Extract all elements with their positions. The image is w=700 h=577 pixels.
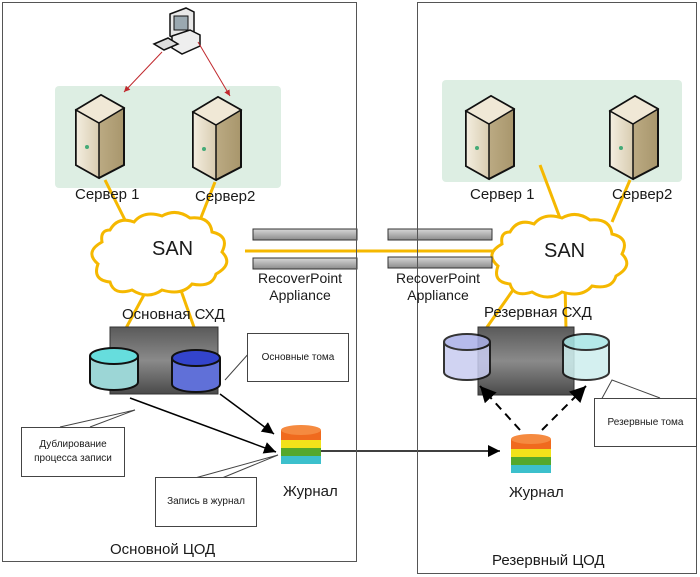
appliance-label-line2: Appliance bbox=[407, 287, 469, 303]
server-label: Сервер 1 bbox=[75, 186, 140, 203]
site-label: Резервный ЦОД bbox=[492, 552, 605, 569]
callout-text: Основные тома bbox=[261, 351, 335, 363]
appliance-label: RecoverPoint Appliance bbox=[258, 270, 342, 304]
write-split-arrow bbox=[129, 397, 277, 454]
site-label: Основной ЦОД bbox=[110, 541, 216, 558]
callout-pointer bbox=[599, 379, 661, 403]
server-icon bbox=[608, 94, 660, 181]
backup-datacenter-frame bbox=[417, 2, 697, 574]
journal-label: Журнал bbox=[509, 484, 564, 501]
journal-icon bbox=[511, 434, 551, 473]
volume-icon bbox=[562, 333, 610, 381]
volume-icon bbox=[171, 349, 221, 393]
storage-array-icon bbox=[477, 326, 575, 396]
appliance-label-line2: Appliance bbox=[269, 287, 331, 303]
volume-icon bbox=[443, 333, 491, 381]
admin-link-server2 bbox=[197, 41, 231, 97]
server-icon bbox=[191, 95, 243, 182]
appliance-icon bbox=[252, 228, 493, 270]
callout-backup-volumes: Резервные тома bbox=[594, 398, 697, 447]
journal-icon bbox=[281, 425, 321, 464]
restore-arrow bbox=[541, 385, 587, 431]
server-label: Сервер2 bbox=[612, 186, 673, 203]
callout-text: Резервные тома bbox=[607, 416, 684, 428]
server-label: Сервер2 bbox=[195, 188, 256, 205]
san-label: SAN bbox=[544, 240, 586, 262]
callout-primary-volumes: Основные тома bbox=[247, 333, 349, 382]
admin-link-server1 bbox=[123, 51, 163, 93]
callout-text: Запись в журнал bbox=[167, 496, 245, 507]
primary-datacenter-frame bbox=[2, 2, 357, 562]
journal-write-arrow bbox=[219, 393, 275, 435]
san-label: SAN bbox=[152, 238, 194, 260]
storage-label: Основная СХД bbox=[122, 306, 225, 323]
server-icon bbox=[464, 94, 516, 181]
san-cloud-icon bbox=[90, 211, 229, 297]
server-icon bbox=[74, 93, 126, 180]
appliance-label-line1: RecoverPoint bbox=[396, 270, 481, 286]
appliance-label: RecoverPoint Appliance bbox=[396, 270, 480, 304]
storage-label: Резервная СХД bbox=[484, 304, 592, 321]
server-label: Сервер 1 bbox=[470, 186, 535, 203]
restore-arrow bbox=[479, 385, 521, 431]
volume-icon bbox=[89, 347, 139, 391]
journal-label: Журнал bbox=[283, 483, 338, 500]
appliance-label-line1: RecoverPoint bbox=[258, 270, 343, 286]
callout-journal-write: Запись в журнал bbox=[155, 477, 257, 527]
callout-pointer bbox=[59, 409, 136, 428]
callout-pointer bbox=[194, 454, 279, 479]
san-cloud-icon bbox=[490, 213, 629, 299]
